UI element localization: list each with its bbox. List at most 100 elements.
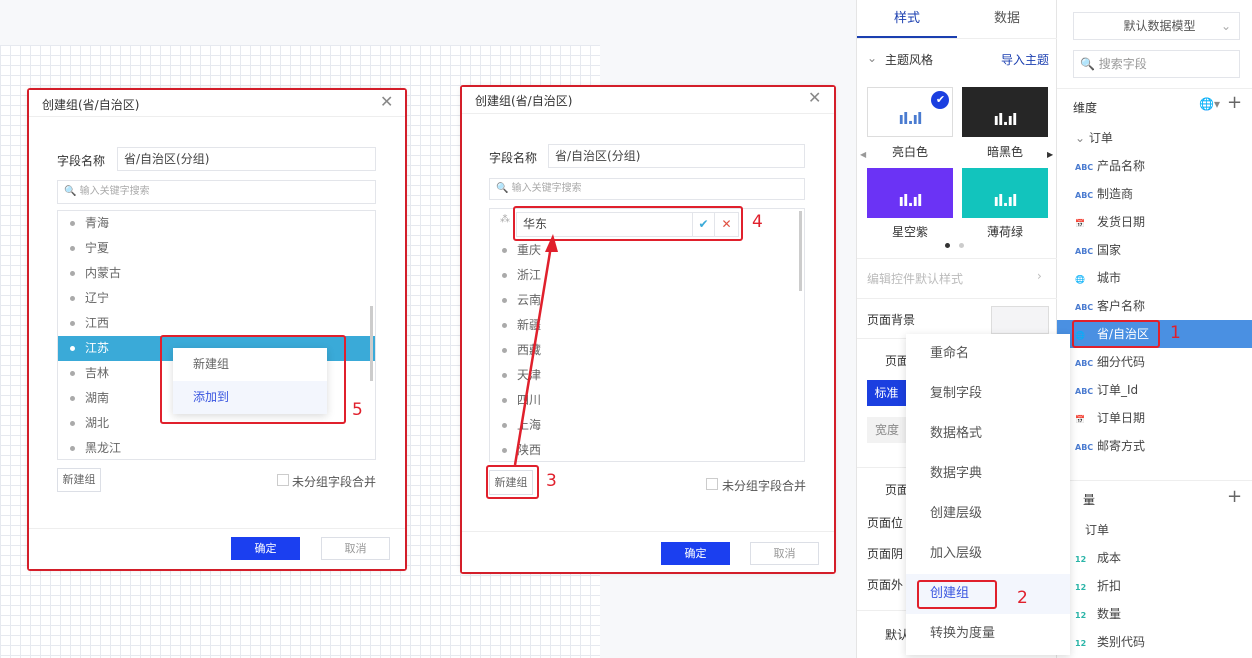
merge-checkbox[interactable] xyxy=(706,478,718,490)
page-section[interactable]: 页面 xyxy=(885,483,910,497)
list-item[interactable]: 陕西 xyxy=(490,438,804,461)
menu-item[interactable]: 加入层级 xyxy=(930,546,983,561)
list-item[interactable]: 云南 xyxy=(490,288,804,313)
page-bg-label: 页面背景 xyxy=(867,313,916,327)
menu-item[interactable]: 创建层级 xyxy=(930,506,983,521)
table-node[interactable]: ⌄ 订单 xyxy=(1075,131,1113,145)
theme-bright[interactable]: ıl.ıl✔ xyxy=(867,87,953,137)
cancel-button[interactable]: 取消 xyxy=(750,542,819,565)
list-item[interactable]: 湖南 xyxy=(58,386,375,411)
merge-checkbox[interactable] xyxy=(277,474,289,486)
scrollbar[interactable] xyxy=(370,306,373,381)
group-name-input[interactable]: 华东 xyxy=(523,217,548,231)
default-section[interactable]: 默认 xyxy=(885,628,910,642)
divider xyxy=(29,528,405,529)
carousel-dot[interactable] xyxy=(959,243,964,248)
globe-dropdown-icon[interactable]: 🌐▾ xyxy=(1199,97,1220,111)
theme-purple[interactable]: ıl.ıl xyxy=(867,168,953,218)
new-group-button[interactable]: 新建组 xyxy=(57,468,101,492)
field-name-input[interactable]: 省/自治区(分组) xyxy=(548,144,805,168)
tab-data[interactable]: 数据 xyxy=(993,11,1020,26)
list-item[interactable]: 内蒙古 xyxy=(58,261,375,286)
theme-mint[interactable]: ıl.ıl xyxy=(962,168,1048,218)
menu-add-to[interactable]: 添加到 xyxy=(173,381,327,414)
next-arrow-icon[interactable]: ▶ xyxy=(1047,150,1054,159)
width-field[interactable]: 宽度 xyxy=(867,417,907,443)
list-item[interactable]: 浙江 xyxy=(490,263,804,288)
add-dimension-icon[interactable]: + xyxy=(1227,92,1243,113)
dimension-field[interactable]: 📅订单日期 xyxy=(1057,404,1252,432)
field-search-input[interactable]: 🔍 搜索字段 xyxy=(1073,50,1240,78)
step-1-label: 1 xyxy=(1170,323,1181,343)
standard-button[interactable]: 标准 xyxy=(867,380,906,406)
dimension-field[interactable]: 🌐城市 xyxy=(1057,264,1252,292)
list-item[interactable]: 江西 xyxy=(58,311,375,336)
dimension-field[interactable]: 🌐省/自治区 xyxy=(1057,320,1252,348)
page-shadow-label: 页面阴 xyxy=(867,547,904,561)
chevron-down-icon[interactable]: ⌄ xyxy=(867,51,878,65)
create-group-dialog-2: 创建组(省/自治区) ✕ 字段名称 省/自治区(分组) 🔍 输入关键字搜索 ⁂ … xyxy=(462,87,834,572)
menu-item[interactable]: 重命名 xyxy=(930,346,970,361)
page-bg-color-picker[interactable] xyxy=(991,306,1049,334)
menu-new-group[interactable]: 新建组 xyxy=(193,357,230,371)
highlight-dialog-right xyxy=(460,85,836,574)
ok-button[interactable]: 确定 xyxy=(231,537,300,560)
menu-item[interactable]: 数据字典 xyxy=(930,466,983,481)
new-group-button[interactable]: 新建组 xyxy=(489,470,533,495)
cancel-button[interactable]: 取消 xyxy=(321,537,390,560)
field-name-input[interactable]: 省/自治区(分组) xyxy=(117,147,376,171)
item-context-menu: 新建组 添加到 xyxy=(173,348,327,414)
scrollbar[interactable] xyxy=(799,211,802,291)
tab-style[interactable]: 样式 xyxy=(857,0,957,38)
list-item[interactable]: 新疆 xyxy=(490,313,804,338)
theme-section-title: 主题风格 xyxy=(885,53,934,67)
data-model-select[interactable]: 默认数据模型⌄ xyxy=(1073,12,1240,40)
confirm-check-icon[interactable]: ✔ xyxy=(692,213,714,236)
list-item[interactable]: 青海 xyxy=(58,211,375,236)
number-type-icon: 12 xyxy=(1075,555,1087,564)
menu-item[interactable]: 转换为度量 xyxy=(930,626,996,641)
menu-item[interactable]: 复制字段 xyxy=(930,386,983,401)
add-measure-icon[interactable]: + xyxy=(1227,486,1243,507)
import-theme-link[interactable]: 导入主题 xyxy=(1001,53,1050,67)
search-input[interactable]: 🔍 输入关键字搜索 xyxy=(489,178,805,200)
list-item[interactable]: 宁夏 xyxy=(58,236,375,261)
ok-button[interactable]: 确定 xyxy=(661,542,730,565)
close-icon[interactable]: ✕ xyxy=(380,92,394,111)
list-item[interactable]: 湖北 xyxy=(58,411,375,436)
page-size-section[interactable]: 页面 xyxy=(885,354,910,368)
group-icon: ⁂ xyxy=(500,214,510,225)
close-icon[interactable]: ✕ xyxy=(808,88,822,107)
dialog-title: 创建组(省/自治区) xyxy=(475,94,573,108)
list-item[interactable]: 重庆 xyxy=(490,238,804,263)
text-type-icon: ABC xyxy=(1075,191,1094,200)
highlight-dialog-left xyxy=(27,88,407,571)
search-input[interactable]: 🔍 输入关键字搜索 xyxy=(57,180,376,204)
menu-item[interactable]: 数据格式 xyxy=(930,426,983,441)
list-item[interactable]: 四川 xyxy=(490,388,804,413)
chevron-right-icon[interactable]: › xyxy=(1037,269,1042,283)
theme-dark[interactable]: ıl.ıl xyxy=(962,87,1048,137)
text-type-icon: ABC xyxy=(1075,359,1094,368)
list-item[interactable]: 辽宁 xyxy=(58,286,375,311)
dimension-field[interactable]: 📅发货日期 xyxy=(1057,208,1252,236)
list-item[interactable]: 黑龙江 xyxy=(58,436,375,459)
cancel-x-icon[interactable]: ✕ xyxy=(714,213,738,236)
measure-table-node[interactable]: 订单 xyxy=(1085,523,1110,537)
list-item[interactable]: 吉林 xyxy=(58,361,375,386)
field-context-menu: 重命名复制字段数据格式数据字典创建层级加入层级创建组转换为度量 xyxy=(906,334,1070,655)
prev-arrow-icon[interactable]: ◀ xyxy=(860,150,867,159)
carousel-dot-active[interactable] xyxy=(945,243,950,248)
edit-default-style[interactable]: 编辑控件默认样式 xyxy=(867,272,964,286)
